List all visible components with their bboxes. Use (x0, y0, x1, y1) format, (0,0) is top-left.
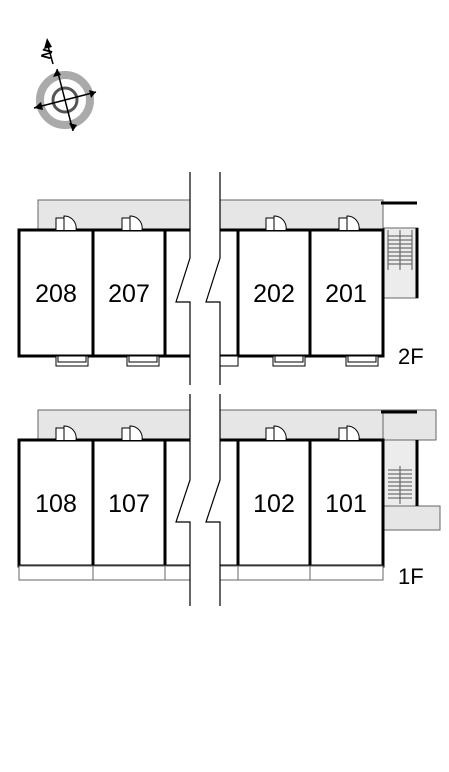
room-number-101: 101 (325, 490, 367, 518)
floor-1f: 108 107 102 101 1F (17, 409, 441, 589)
omission-break (175, 170, 221, 606)
floor-2f: 208 207 202 201 2F (17, 199, 424, 369)
room-number-208: 208 (35, 280, 77, 308)
room-number-107: 107 (108, 490, 150, 518)
room-number-108: 108 (35, 490, 77, 518)
room-number-202: 202 (253, 280, 295, 308)
staircase-2f (381, 201, 419, 299)
north-arrow-icon (44, 38, 52, 49)
balconies-2f (55, 355, 379, 367)
unit-201 (308, 228, 385, 358)
room-number-201: 201 (325, 280, 367, 308)
room-number-102: 102 (253, 490, 295, 518)
room-number-207: 207 (108, 280, 150, 308)
floor-label-1f: 1F (398, 564, 424, 589)
compass-rose-icon: N (33, 38, 97, 132)
north-label: N (37, 47, 55, 61)
unit-101 (308, 438, 385, 568)
doors-1f (55, 425, 360, 441)
doors-2f (55, 215, 360, 231)
staircase-1f (381, 409, 441, 531)
floor-label-2f: 2F (398, 344, 424, 369)
